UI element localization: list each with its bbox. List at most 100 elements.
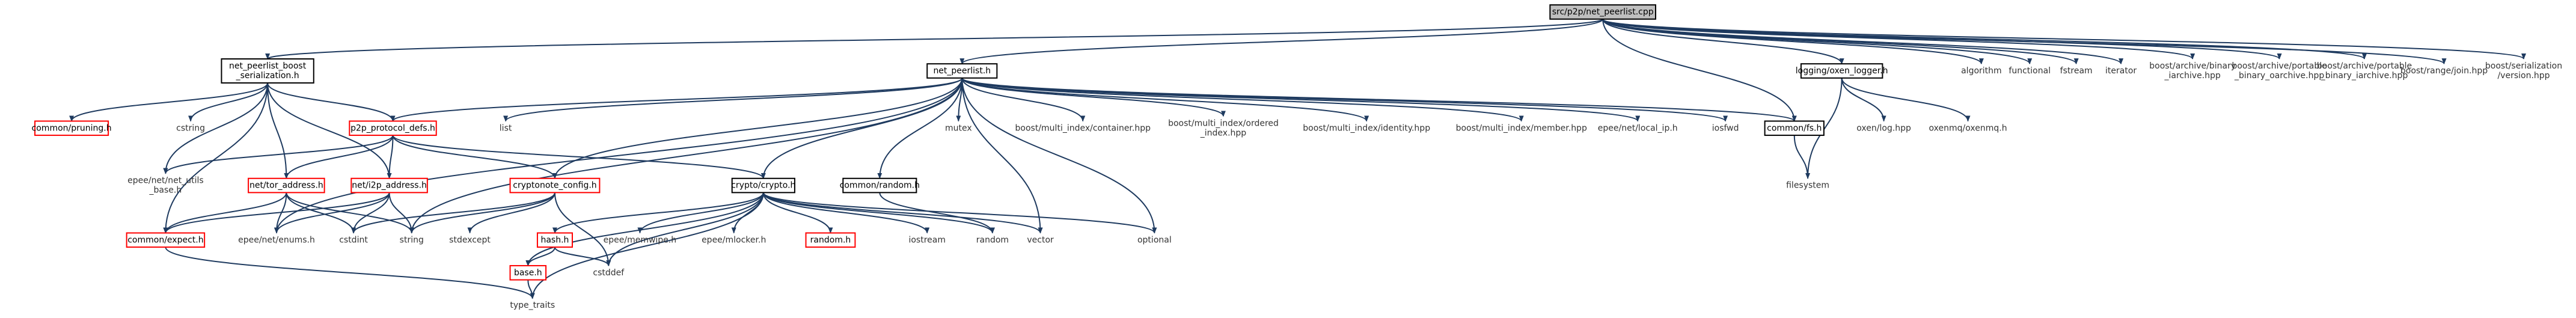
edge-p2p_defs-to-i2p [387,135,394,179]
node-random-label: random [976,235,1009,245]
node-root[interactable]: src/p2p/net_peerlist.cpp [1549,4,1657,20]
node-pruning[interactable]: common/pruning.h [32,120,112,136]
edge-boost_ser-to-pruning [69,82,269,122]
node-p2p_defs-label: p2p_protocol_defs.h [350,123,435,133]
node-bmio-label-2: _index.hpp [1200,128,1247,138]
edge-net_peerlist-to-bmic [961,78,1086,122]
node-bab-label-2: _iarchive.hpp [2164,71,2221,81]
edge-hash-to-cstddef [554,246,611,266]
edge-expect-to-typetraits [165,246,535,299]
edge-cryptoh-to-randomh [762,192,833,234]
edge-cryptoh-to-vector [762,192,1043,234]
edge-logging-to-oxenlog [1841,78,1886,122]
node-iterator-label: iterator [2105,66,2137,76]
edge-i2p-to-string [388,192,414,234]
edge-net_peerlist-to-vector [961,78,1043,234]
node-cstring-label: cstring [176,123,205,133]
node-cstddef: cstddef [593,268,625,278]
node-cryptoh[interactable]: crypto/crypto.h [731,177,795,194]
edge-net_peerlist-to-string [409,78,963,234]
node-list: list [500,123,512,133]
node-oxenlog-label: oxen/log.hpp [1856,123,1911,133]
node-bmid-label: boost/multi_index/identity.hpp [1303,123,1430,133]
node-i2p[interactable]: net/i2p_address.h [350,177,428,194]
node-fs[interactable]: common/fs.h [1764,120,1825,136]
edge-fs-to-filesystem [1793,135,1811,179]
node-bapbi-label-1: boost/archive/portable [2317,61,2412,71]
node-bapbi: boost/archive/portable_binary_iarchive.h… [2317,61,2412,81]
node-list-label: list [500,123,512,133]
edge-net_peerlist-to-optional [961,78,1157,234]
node-base[interactable]: base.h [509,264,547,281]
edge-boost_ser-to-i2p [267,82,392,179]
node-logging-label: logging/oxen_logger.h [1796,66,1888,76]
edge-cncfg-to-string [409,192,555,234]
node-iostream: iostream [908,235,946,245]
edge-net_peerlist-to-fs [961,77,1797,122]
node-hash-box [536,232,573,248]
edge-i2p-to-enums [274,192,390,234]
node-oxenmq: oxenmq/oxenmq.h [1929,123,2007,133]
edge-boost_ser-to-cstring [188,82,269,122]
node-typetraits: type_traits [510,301,555,310]
node-root-box [1549,4,1657,20]
node-base-box [509,264,547,281]
node-bmim: boost/multi_index/member.hpp [1456,123,1587,133]
node-enums: epee/net/enums.h [238,235,315,245]
node-tor[interactable]: net/tor_address.h [248,177,325,194]
node-cstdint-label: cstdint [339,235,368,245]
edge-net_peerlist-to-bmid [961,78,1369,122]
node-p2p_defs[interactable]: p2p_protocol_defs.h [349,120,437,136]
edge-cncfg-to-cstdint [351,192,555,234]
node-mutex-label: mutex [945,123,972,133]
node-bsv-label-1: boost/serialization [2485,61,2562,71]
node-oxenmq-label: oxenmq/oxenmq.h [1929,123,2007,133]
node-mutex: mutex [945,123,972,133]
node-root-label: src/p2p/net_peerlist.cpp [1552,7,1654,17]
edge-cryptoh-to-optional [762,192,1157,234]
node-bmid: boost/multi_index/identity.hpp [1303,123,1430,133]
node-filesystem: filesystem [1786,181,1829,191]
node-cncfg[interactable]: cryptonote_config.h [509,177,601,194]
node-commonrandom[interactable]: common/random.h [840,177,920,194]
edge-net_peerlist-to-cncfg [552,78,963,179]
edge-i2p-to-expect [163,192,390,234]
edge-cryptoh-to-hash [552,192,764,234]
node-vector-label: vector [1027,235,1054,245]
node-randomh[interactable]: random.h [805,232,856,248]
node-cryptoh-label: crypto/crypto.h [731,181,795,191]
edge-root-to-algorithm [1602,19,1984,65]
node-tor-box [248,177,325,194]
node-commonrandom-box [842,177,917,194]
node-pruning-label: common/pruning.h [32,123,112,133]
edge-boost_ser-to-netutils [163,82,269,174]
node-cncfg-box [509,177,601,194]
node-fs-box [1764,120,1825,136]
edge-hash-to-base [525,246,555,266]
node-cncfg-label: cryptonote_config.h [513,181,596,191]
node-boost_ser-label-1: net_peerlist_boost [229,61,307,71]
node-expect[interactable]: common/expect.h [126,232,206,248]
node-iostream-label: iostream [908,235,946,245]
node-optional: optional [1137,235,1172,245]
node-net_peerlist-label: net_peerlist.h [933,66,991,76]
node-boost_ser[interactable]: net_peerlist_boost_serialization.h [221,58,314,84]
edge-p2p_defs-to-netutils [163,135,394,174]
node-hash[interactable]: hash.h [536,232,573,248]
node-memwipe: epee/memwipe.h [604,235,677,245]
edge-net_peerlist-to-bmio [961,78,1226,117]
edge-root-to-net_peerlist [959,18,1604,65]
node-boost_ser-label-2: _serialization.h [236,71,299,81]
edge-net_peerlist-to-enums [274,78,963,234]
edge-cncfg-to-cstddef [554,192,611,266]
node-logging[interactable]: logging/oxen_logger.h [1796,63,1888,79]
edge-logging-to-filesystem [1805,78,1843,179]
node-eli-label: epee/net/local_ip.h [1598,123,1678,133]
edge-root-to-fs [1602,19,1797,122]
node-bmic: boost/multi_index/container.hpp [1015,123,1151,133]
node-bsv-label-2: /version.hpp [2497,71,2550,81]
node-net_peerlist[interactable]: net_peerlist.h [926,63,998,79]
edge-tor-to-string [286,192,414,234]
node-algorithm: algorithm [1961,66,2002,76]
